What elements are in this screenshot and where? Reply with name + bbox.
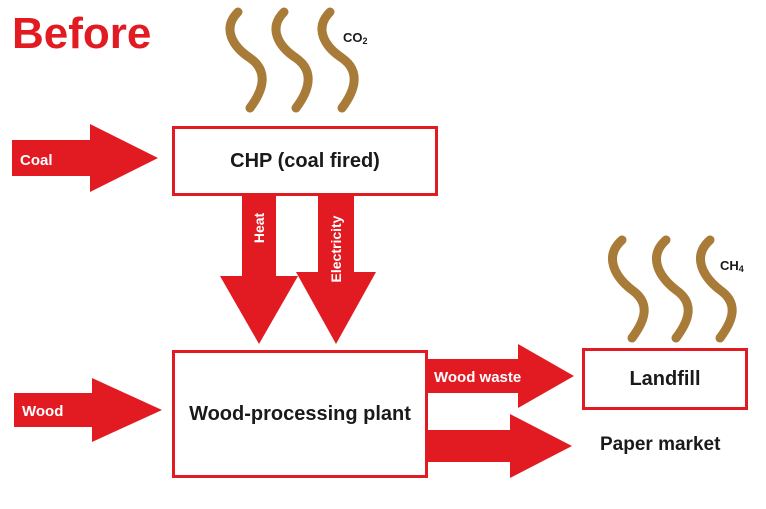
heat-label: Heat <box>251 212 267 243</box>
wood-arrow <box>14 378 162 442</box>
landfill-box: Landfill <box>582 348 748 410</box>
wood-waste-label: Wood waste <box>434 369 521 386</box>
paper-market-text: Paper market <box>600 434 721 455</box>
ch4-label-main: CH <box>720 258 739 273</box>
ch4-label-subscript: 4 <box>738 264 744 274</box>
landfill-label: Landfill <box>629 367 701 390</box>
coal-arrow <box>12 124 158 192</box>
wood-waste-arrow <box>428 344 574 408</box>
chp-box-label: CHP (coal fired) <box>230 149 380 172</box>
diagram-title: Before <box>12 6 151 62</box>
paper-market-label: Paper market <box>600 434 720 456</box>
chp-box: CHP (coal fired) <box>172 126 438 196</box>
heat-arrow <box>220 196 298 344</box>
electricity-arrow <box>296 196 376 344</box>
wood-processing-plant-box: Wood-processing plant <box>172 350 428 478</box>
co2-label: CO2 <box>343 30 368 46</box>
ch4-label: CH4 <box>720 258 744 274</box>
electricity-label: Electricity <box>328 215 344 282</box>
co2-label-subscript: 2 <box>362 36 368 46</box>
co2-label-main: CO <box>343 30 363 45</box>
wood-processing-plant-label: Wood-processing plant <box>189 402 411 425</box>
title-text: Before <box>12 9 152 58</box>
ch4-smoke-icon <box>608 235 737 343</box>
co2-smoke-icon <box>225 7 359 113</box>
wood-label: Wood <box>22 403 63 420</box>
paper-market-arrow <box>428 414 572 478</box>
coal-label: Coal <box>20 152 53 169</box>
